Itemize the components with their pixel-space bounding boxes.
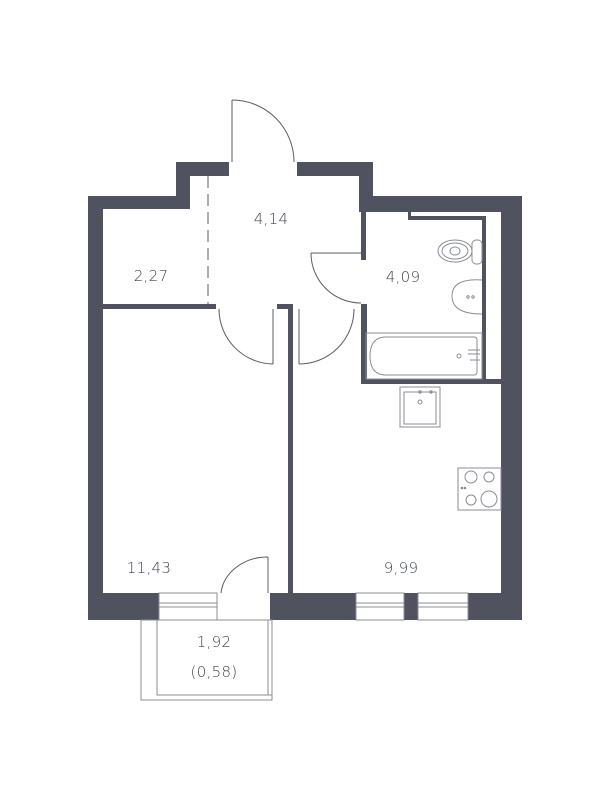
- bathtub-icon: [365, 332, 483, 380]
- room-area-wardrobe: 2,27: [133, 267, 169, 285]
- room-area-bedroom: 11,43: [126, 559, 172, 577]
- balcony-outline: [140, 619, 273, 701]
- cooktop-icon: [457, 467, 502, 511]
- room-area-balcony-reduced: (0,58): [190, 663, 238, 681]
- room-area-kitchen: 9,99: [383, 559, 419, 577]
- kitchen-sink-icon: [399, 386, 441, 428]
- toilet-icon: [437, 239, 483, 265]
- room-area-hallway: 4,14: [253, 210, 289, 228]
- windows: [158, 592, 469, 621]
- walls: [88, 162, 522, 620]
- room-area-bathroom: 4,09: [385, 268, 421, 286]
- sink-icon: [451, 279, 483, 315]
- room-area-balcony: 1,92: [196, 633, 232, 651]
- doors: [207, 99, 362, 594]
